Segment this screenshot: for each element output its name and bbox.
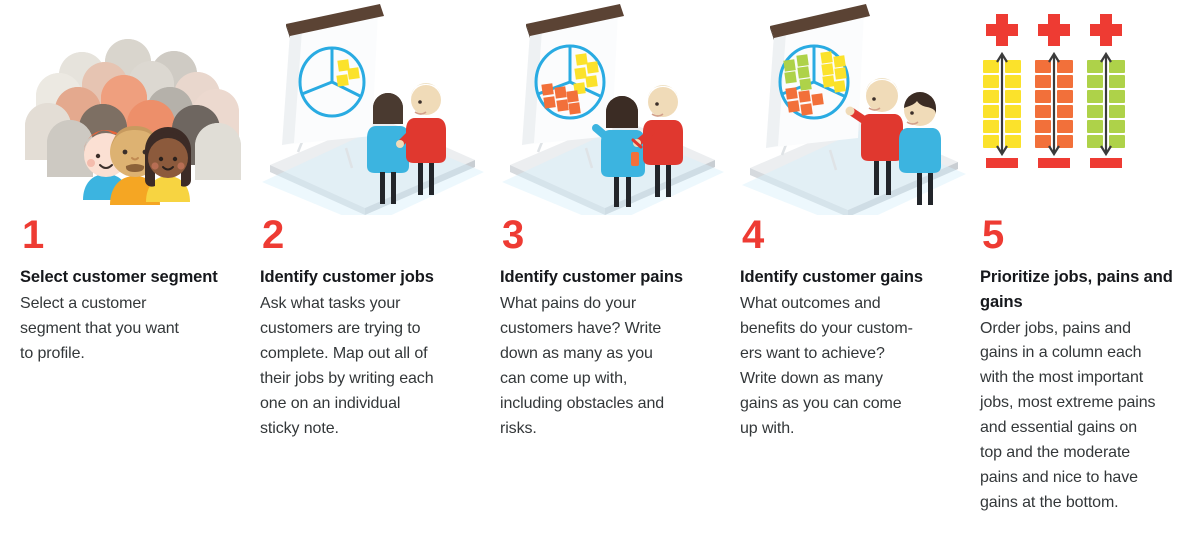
step-body: Select a customer segment that you want … — [20, 294, 179, 362]
sticky-notes-green — [783, 54, 812, 91]
illustration-flipchart-jobs — [260, 0, 484, 215]
pie-diagram-gains — [778, 44, 850, 120]
crowd-back-row — [25, 39, 241, 180]
crowd-face-dark-haired — [145, 127, 191, 202]
step-card-1: 1 Select customer segment Select a custo… — [20, 0, 260, 556]
step-card-2: 2 Identify customer jobs Ask what tasks … — [260, 0, 500, 556]
priority-column-pains — [1035, 51, 1073, 157]
sticky-notes-orange — [541, 83, 581, 115]
priority-column-jobs — [983, 51, 1021, 157]
sticky-notes-yellow — [336, 59, 360, 87]
note-stack-orange — [1035, 60, 1073, 148]
note-stack-green — [1087, 60, 1125, 148]
step-body: Order jobs, pains and gains in a column … — [980, 319, 1156, 512]
note-stack-yellow — [983, 60, 1021, 148]
double-arrow-gains — [1100, 51, 1112, 157]
step-number: 1 — [22, 213, 44, 257]
priority-column-gains — [1087, 51, 1125, 157]
step-number: 2 — [262, 213, 284, 257]
illustration-flipchart-pains — [500, 0, 724, 215]
sticky-notes-orange — [785, 87, 824, 116]
step-body: What pains do your customers have? Write… — [500, 294, 665, 437]
step-heading: Identify customer pains — [500, 268, 683, 286]
step-card-3: 3 Identify customer pains What pains do … — [500, 0, 740, 556]
plus-icons — [986, 14, 1122, 46]
step-heading: Identify customer gains — [740, 268, 923, 286]
step-heading: Prioritize jobs, pains and gains — [980, 268, 1173, 311]
step-number: 5 — [982, 213, 1004, 257]
step-card-4: 4 Identify customer gains What outcomes … — [740, 0, 980, 556]
step-card-5: 5 Prioritize jobs, pains and gains Order… — [980, 0, 1200, 556]
person-blue-shirt — [899, 92, 941, 205]
step-body: Ask what tasks your customers are trying… — [260, 294, 434, 437]
person-red-shirt — [845, 78, 903, 195]
step-heading: Select customer segment — [20, 268, 218, 286]
step-body: What outcomes and benefits do your custo… — [740, 294, 913, 437]
pie-diagram-pains — [534, 44, 606, 120]
step-number: 3 — [502, 213, 524, 257]
step-heading: Identify customer jobs — [260, 268, 434, 286]
double-arrow-jobs — [996, 51, 1008, 157]
sticky-notes-yellow — [820, 51, 847, 93]
pie-diagram-jobs — [298, 46, 366, 118]
illustration-priority-columns — [980, 0, 1190, 215]
illustration-flipchart-gains — [740, 0, 966, 215]
illustration-crowd-of-people — [20, 0, 241, 215]
person-red-shirt — [631, 85, 683, 197]
person-red-shirt — [396, 83, 446, 195]
flipchart-paper — [282, 4, 384, 145]
double-arrow-pains — [1048, 51, 1060, 157]
minus-icons — [986, 158, 1122, 168]
step-number: 4 — [742, 213, 764, 257]
